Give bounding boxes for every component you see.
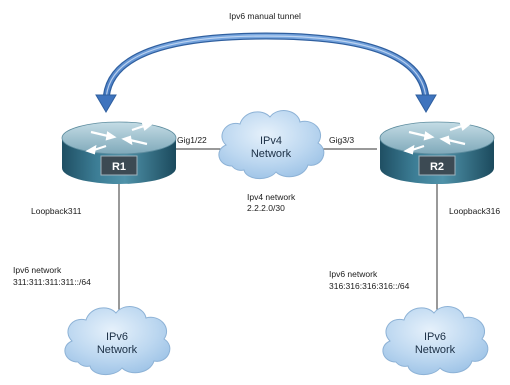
left-ipv6-prefix: 311:311:311:311::/64 bbox=[13, 277, 91, 287]
right-ipv6-cloud-line2: Network bbox=[415, 344, 456, 356]
ipv4-cloud: IPv4 Network bbox=[218, 110, 325, 179]
right-ipv6-network-label: Ipv6 network bbox=[329, 269, 378, 279]
router-r2-name: R2 bbox=[430, 161, 444, 173]
ipv4-network-address: 2.2.2.0/30 bbox=[247, 203, 285, 213]
cloud-icon bbox=[382, 306, 489, 375]
ipv4-cloud-line1: IPv4 bbox=[260, 135, 282, 147]
tunnel-label: Ipv6 manual tunnel bbox=[229, 11, 301, 21]
cloud-icon bbox=[64, 306, 171, 375]
curved-arrow-icon bbox=[95, 32, 437, 113]
right-ipv6-prefix: 316:316:316:316::/64 bbox=[329, 281, 410, 291]
left-ipv6-cloud-line1: IPv6 bbox=[106, 331, 128, 343]
left-ipv6-cloud-line2: Network bbox=[97, 344, 138, 356]
r2-interface-label: Gig3/3 bbox=[329, 135, 354, 145]
router-icon bbox=[61, 121, 177, 184]
r1-loopback-label: Loopback311 bbox=[31, 206, 82, 216]
ipv4-cloud-line2: Network bbox=[251, 148, 292, 160]
router-icon bbox=[379, 121, 495, 184]
router-r2: R2 bbox=[379, 121, 495, 184]
left-ipv6-network-label: Ipv6 network bbox=[13, 265, 62, 275]
network-links bbox=[118, 148, 438, 315]
right-ipv6-cloud-line1: IPv6 bbox=[424, 331, 446, 343]
ipv4-network-label: Ipv4 network bbox=[247, 192, 296, 202]
right-ipv6-cloud: IPv6 Network bbox=[382, 306, 489, 375]
r2-loopback-label: Loopback316 bbox=[449, 206, 500, 216]
router-r1-name: R1 bbox=[112, 161, 126, 173]
router-r1: R1 bbox=[61, 121, 177, 184]
left-ipv6-cloud: IPv6 Network bbox=[64, 306, 171, 375]
r1-interface-label: Gig1/22 bbox=[177, 135, 207, 145]
cloud-icon bbox=[218, 110, 325, 179]
